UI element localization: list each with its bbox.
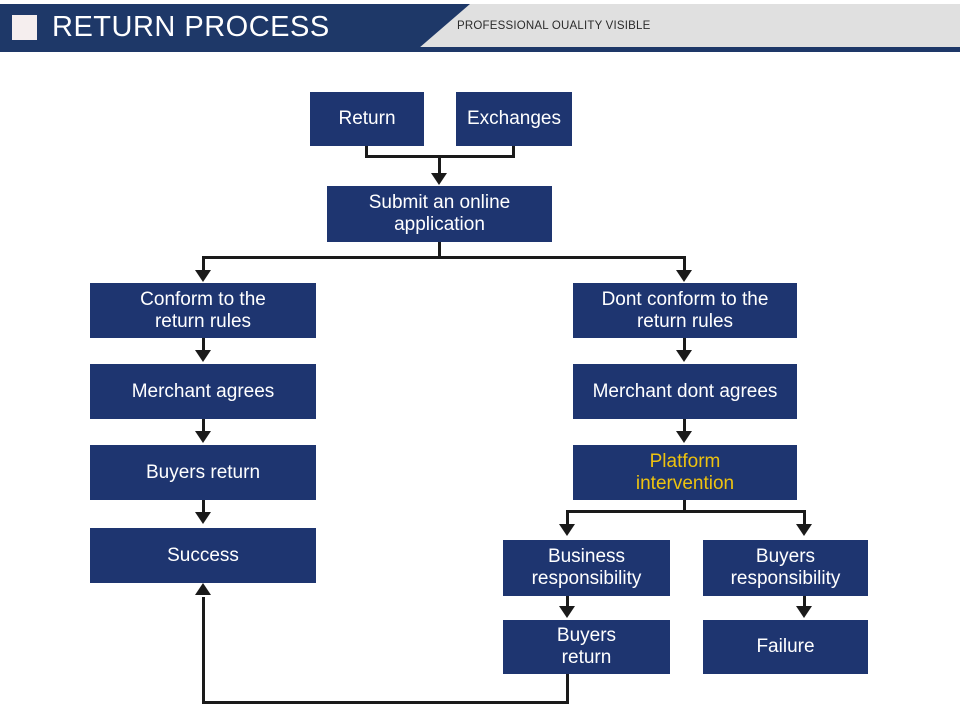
node-merchant-dont-agrees[interactable]: Merchant dont agrees	[573, 364, 797, 419]
node-platform-intervention[interactable]: Platform intervention	[573, 445, 797, 500]
page-header: RETURN PROCESS PROFESSIONAL OUALITY VISI…	[0, 4, 960, 52]
page-subtitle: PROFESSIONAL OUALITY VISIBLE	[457, 20, 651, 32]
connector-merge-stem	[438, 155, 441, 175]
node-return-label: Return	[338, 108, 396, 130]
node-buyers-responsibility-label: Buyers responsibility	[730, 546, 841, 589]
connector-business-resp-down	[566, 510, 569, 526]
connector-business-to-buyers-return	[566, 596, 569, 608]
connector-feedback-up	[202, 597, 205, 702]
node-conform-rules-label: Conform to the return rules	[140, 288, 266, 332]
arrow-to-dont-conform	[676, 270, 692, 282]
node-failure-label: Failure	[756, 636, 815, 658]
arrow-to-business-responsibility	[559, 524, 575, 536]
node-dont-conform-rules[interactable]: Dont conform to the return rules	[573, 283, 797, 338]
connector-merchant-dont-to-platform	[683, 419, 686, 433]
node-buyers-return-bottom[interactable]: Buyers return	[503, 620, 670, 674]
node-buyers-return-left[interactable]: Buyers return	[90, 445, 316, 500]
arrow-to-merchant-agrees	[195, 350, 211, 362]
node-buyers-return-left-label: Buyers return	[145, 461, 261, 483]
arrow-to-buyers-responsibility	[796, 524, 812, 536]
arrow-to-merchant-dont-agrees	[676, 350, 692, 362]
connector-dont-conform-to-merchant	[683, 338, 686, 352]
node-merchant-agrees-label: Merchant agrees	[131, 380, 275, 402]
square-logo-icon	[12, 15, 37, 40]
node-exchanges-label: Exchanges	[466, 108, 561, 130]
node-merchant-dont-agrees-label: Merchant dont agrees	[592, 380, 778, 402]
node-buyers-return-bottom-label: Buyers return	[556, 625, 617, 668]
node-business-responsibility-label: Business responsibility	[531, 546, 642, 589]
node-success-label: Success	[167, 544, 239, 566]
node-buyers-responsibility[interactable]: Buyers responsibility	[703, 540, 868, 596]
connector-return-down	[365, 146, 368, 158]
page-title: RETURN PROCESS	[52, 11, 330, 43]
connector-submit-stem	[438, 242, 441, 259]
connector-conform-to-merchant	[202, 338, 205, 352]
connector-responsibility-horizontal	[566, 510, 806, 513]
arrow-to-submit	[431, 173, 447, 185]
node-business-responsibility[interactable]: Business responsibility	[503, 540, 670, 596]
node-success[interactable]: Success	[90, 528, 316, 583]
arrow-to-failure	[796, 606, 812, 618]
node-merchant-agrees[interactable]: Merchant agrees	[90, 364, 316, 419]
arrow-to-success	[195, 512, 211, 524]
connector-split-left-down	[202, 256, 205, 272]
connector-split-right-down	[683, 256, 686, 272]
node-dont-conform-rules-label: Dont conform to the return rules	[601, 288, 769, 332]
arrow-feedback-to-success	[195, 583, 211, 595]
node-submit-application-label: Submit an online application	[368, 192, 511, 235]
connector-buyers-resp-to-failure	[803, 596, 806, 608]
connector-split-horizontal	[202, 256, 686, 259]
arrow-to-buyers-return-left	[195, 431, 211, 443]
connector-feedback-horizontal	[202, 701, 569, 704]
node-exchanges[interactable]: Exchanges	[456, 92, 572, 146]
arrow-to-buyers-return-bottom	[559, 606, 575, 618]
connector-merchant-to-buyers-return	[202, 419, 205, 433]
connector-exchanges-down	[512, 146, 515, 158]
connector-buyers-return-to-success	[202, 500, 205, 514]
header-underline	[0, 47, 960, 52]
node-submit-application[interactable]: Submit an online application	[327, 186, 552, 242]
node-failure[interactable]: Failure	[703, 620, 868, 674]
connector-feedback-down	[566, 674, 569, 704]
node-conform-rules[interactable]: Conform to the return rules	[90, 283, 316, 338]
header-navy-band	[0, 4, 470, 47]
node-return[interactable]: Return	[310, 92, 424, 146]
arrow-to-conform	[195, 270, 211, 282]
connector-buyers-resp-down	[803, 510, 806, 526]
connector-platform-stem	[683, 500, 686, 513]
arrow-to-platform-intervention	[676, 431, 692, 443]
node-platform-intervention-label: Platform intervention	[635, 450, 735, 494]
